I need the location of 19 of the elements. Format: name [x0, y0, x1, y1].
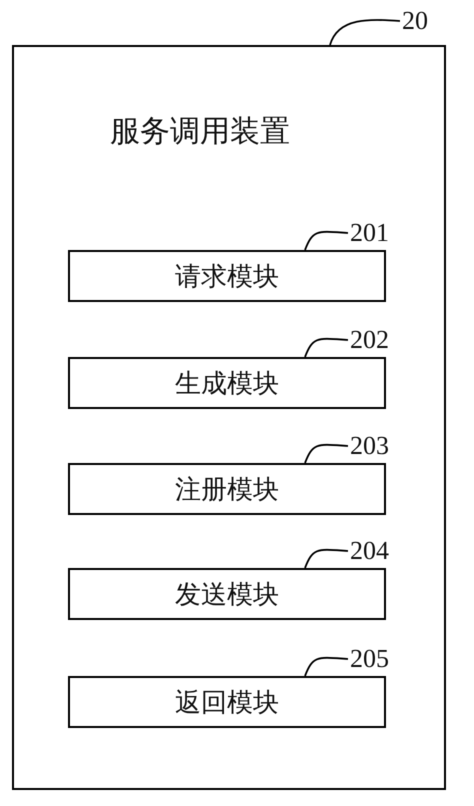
leader-line — [304, 656, 348, 676]
leader-line — [304, 230, 348, 250]
leader-line — [304, 548, 348, 568]
reference-numeral: 20 — [402, 8, 428, 34]
module-box: 发送模块 — [68, 568, 386, 620]
leader-line — [304, 338, 348, 358]
reference-numeral: 201 — [350, 220, 389, 246]
device-frame — [12, 45, 446, 790]
module-box: 生成模块 — [68, 357, 386, 409]
leader-line — [304, 444, 348, 464]
reference-numeral: 204 — [350, 538, 389, 564]
module-box: 请求模块 — [68, 250, 386, 302]
frame-title: 服务调用装置 — [110, 113, 290, 151]
reference-numeral: 202 — [350, 327, 389, 353]
module-box: 返回模块 — [68, 676, 386, 728]
module-box: 注册模块 — [68, 463, 386, 515]
leader-line — [329, 19, 400, 46]
reference-numeral: 203 — [350, 433, 389, 459]
reference-numeral: 205 — [350, 646, 389, 672]
